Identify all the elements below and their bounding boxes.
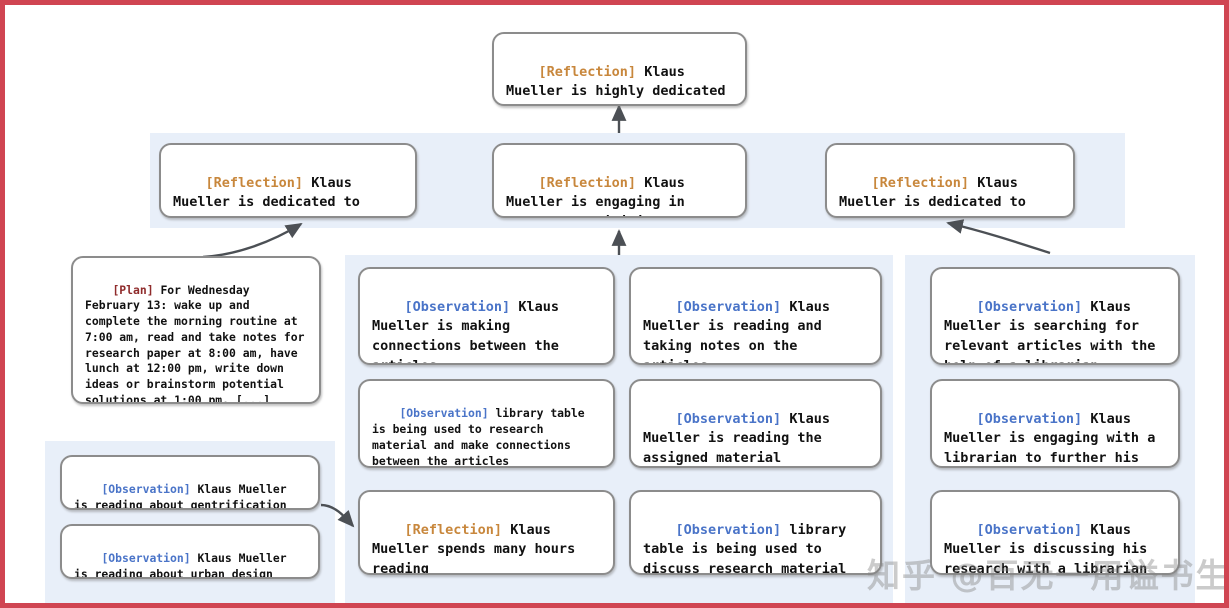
node-colB-2[interactable]: [Observation] library table is being use… [629,490,882,575]
node-tag: [Observation] [976,521,1083,538]
node-level2-0[interactable]: [Reflection] Klaus Mueller is dedicated … [159,143,417,218]
node-text: Klaus Mueller is highly dedicated to res… [506,63,726,104]
node-text: For Wednesday February 13: wake up and c… [85,282,312,404]
node-text: Klaus Mueller is dedicated to research [173,174,360,216]
node-tag: [Reflection] [538,174,637,191]
node-colC-0[interactable]: [Observation] Klaus Mueller is searching… [930,267,1180,365]
node-text: Klaus Mueller is searching for relevant … [944,298,1156,363]
node-tag: [Observation] [404,298,511,315]
node-text: Klaus Mueller is dedicated to research [839,174,1026,216]
node-text: Klaus Mueller is reading about urban des… [74,550,294,579]
node-tag: [Observation] [675,410,782,427]
node-tag: [Reflection] [871,174,970,191]
node-tag: [Plan] [112,282,154,297]
node-tag: [Reflection] [404,521,503,538]
node-left-observation-0[interactable]: [Observation] Klaus Mueller is reading a… [60,455,320,510]
node-plan[interactable]: [Plan] For Wednesday February 13: wake u… [71,256,321,404]
node-tag: [Reflection] [205,174,304,191]
node-text: Klaus Mueller is reading the assigned ma… [643,410,839,467]
node-text: Klaus Mueller is reading about gentrific… [74,481,294,510]
node-text: Klaus Mueller spends many hours reading [372,521,584,575]
node-text: library table is being used to research … [372,405,592,468]
node-colB-1[interactable]: [Observation] Klaus Mueller is reading t… [629,379,882,468]
node-text: library table is being used to discuss r… [643,521,855,575]
node-tag: [Observation] [675,298,782,315]
node-text: Klaus Mueller is making connections betw… [372,298,559,363]
arrow-plan-to-left-reflection [202,222,303,259]
node-text: Klaus Mueller is reading and taking note… [643,298,830,363]
node-tag: [Observation] [976,410,1083,427]
node-root-reflection[interactable]: [Reflection] Klaus Mueller is highly ded… [492,32,747,106]
node-tag: [Observation] [976,298,1083,315]
node-colA-2[interactable]: [Reflection] Klaus Mueller spends many h… [358,490,615,575]
node-text: Klaus Mueller is engaging in research ac… [506,174,685,216]
node-left-observation-1[interactable]: [Observation] Klaus Mueller is reading a… [60,524,320,579]
node-level2-2[interactable]: [Reflection] Klaus Mueller is dedicated … [825,143,1075,218]
node-tag: [Observation] [101,550,191,565]
watermark: 知乎 @百无一用谥书生 [867,556,1229,595]
node-colA-1[interactable]: [Observation] library table is being use… [358,379,615,468]
node-colC-1[interactable]: [Observation] Klaus Mueller is engaging … [930,379,1180,468]
node-level2-1[interactable]: [Reflection] Klaus Mueller is engaging i… [492,143,747,218]
node-colA-0[interactable]: [Observation] Klaus Mueller is making co… [358,267,615,365]
node-colC-2[interactable]: [Observation] Klaus Mueller is discussin… [930,490,1180,575]
node-colB-0[interactable]: [Observation] Klaus Mueller is reading a… [629,267,882,365]
node-tag: [Reflection] [538,63,637,80]
node-text: Klaus Mueller is discussing his research… [944,521,1156,575]
node-tag: [Observation] [399,405,489,420]
node-tag: [Observation] [101,481,191,496]
node-tag: [Observation] [675,521,782,538]
node-text: Klaus Mueller is engaging with a librari… [944,410,1156,467]
